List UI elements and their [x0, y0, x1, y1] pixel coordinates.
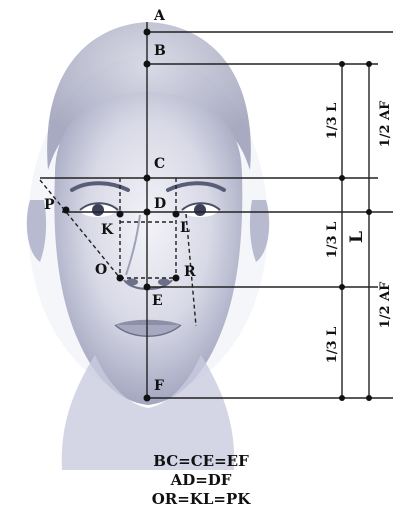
equations: BC=CE=EF AD=DF OR=KL=PK	[152, 452, 252, 508]
face-illustration	[27, 22, 269, 470]
point-k	[117, 211, 124, 218]
tick-af-bottom	[366, 395, 372, 401]
point-o	[117, 275, 124, 282]
label-half-1: 1/2 AF	[378, 100, 393, 147]
equation-3: OR=KL=PK	[152, 490, 252, 508]
tick-l-bottom	[339, 395, 345, 401]
point-r	[173, 275, 180, 282]
label-third-2: 1/3 L	[325, 222, 340, 259]
tick-af-d	[366, 209, 372, 215]
label-p: P	[44, 197, 55, 213]
label-k: K	[101, 222, 114, 238]
label-l: L	[180, 220, 190, 236]
label-third-1: 1/3 L	[325, 103, 340, 140]
label-f: F	[154, 378, 164, 394]
equation-1: BC=CE=EF	[153, 452, 249, 470]
label-c: C	[154, 156, 165, 172]
dimension-labels: 1/3 L 1/3 L 1/3 L L 1/2 AF 1/2 AF	[325, 100, 393, 363]
label-o: O	[95, 262, 107, 278]
label-r: R	[184, 264, 196, 280]
point-a	[144, 29, 151, 36]
point-c	[144, 175, 151, 182]
label-half-2: 1/2 AF	[378, 281, 393, 328]
point-p	[63, 207, 70, 214]
tick-l-c	[339, 175, 345, 181]
label-e: E	[152, 293, 163, 309]
equation-2: AD=DF	[170, 471, 232, 489]
tick-af-top	[366, 61, 372, 67]
tick-l-top	[339, 61, 345, 67]
point-b	[144, 61, 151, 68]
point-l	[173, 211, 180, 218]
label-b: B	[154, 43, 166, 59]
point-f	[144, 395, 151, 402]
label-d: D	[154, 196, 166, 212]
label-a: A	[153, 8, 166, 24]
point-e	[144, 284, 151, 291]
label-total: L	[347, 231, 367, 243]
tick-l-e	[339, 284, 345, 290]
label-third-3: 1/3 L	[325, 327, 340, 364]
point-d	[144, 209, 151, 216]
